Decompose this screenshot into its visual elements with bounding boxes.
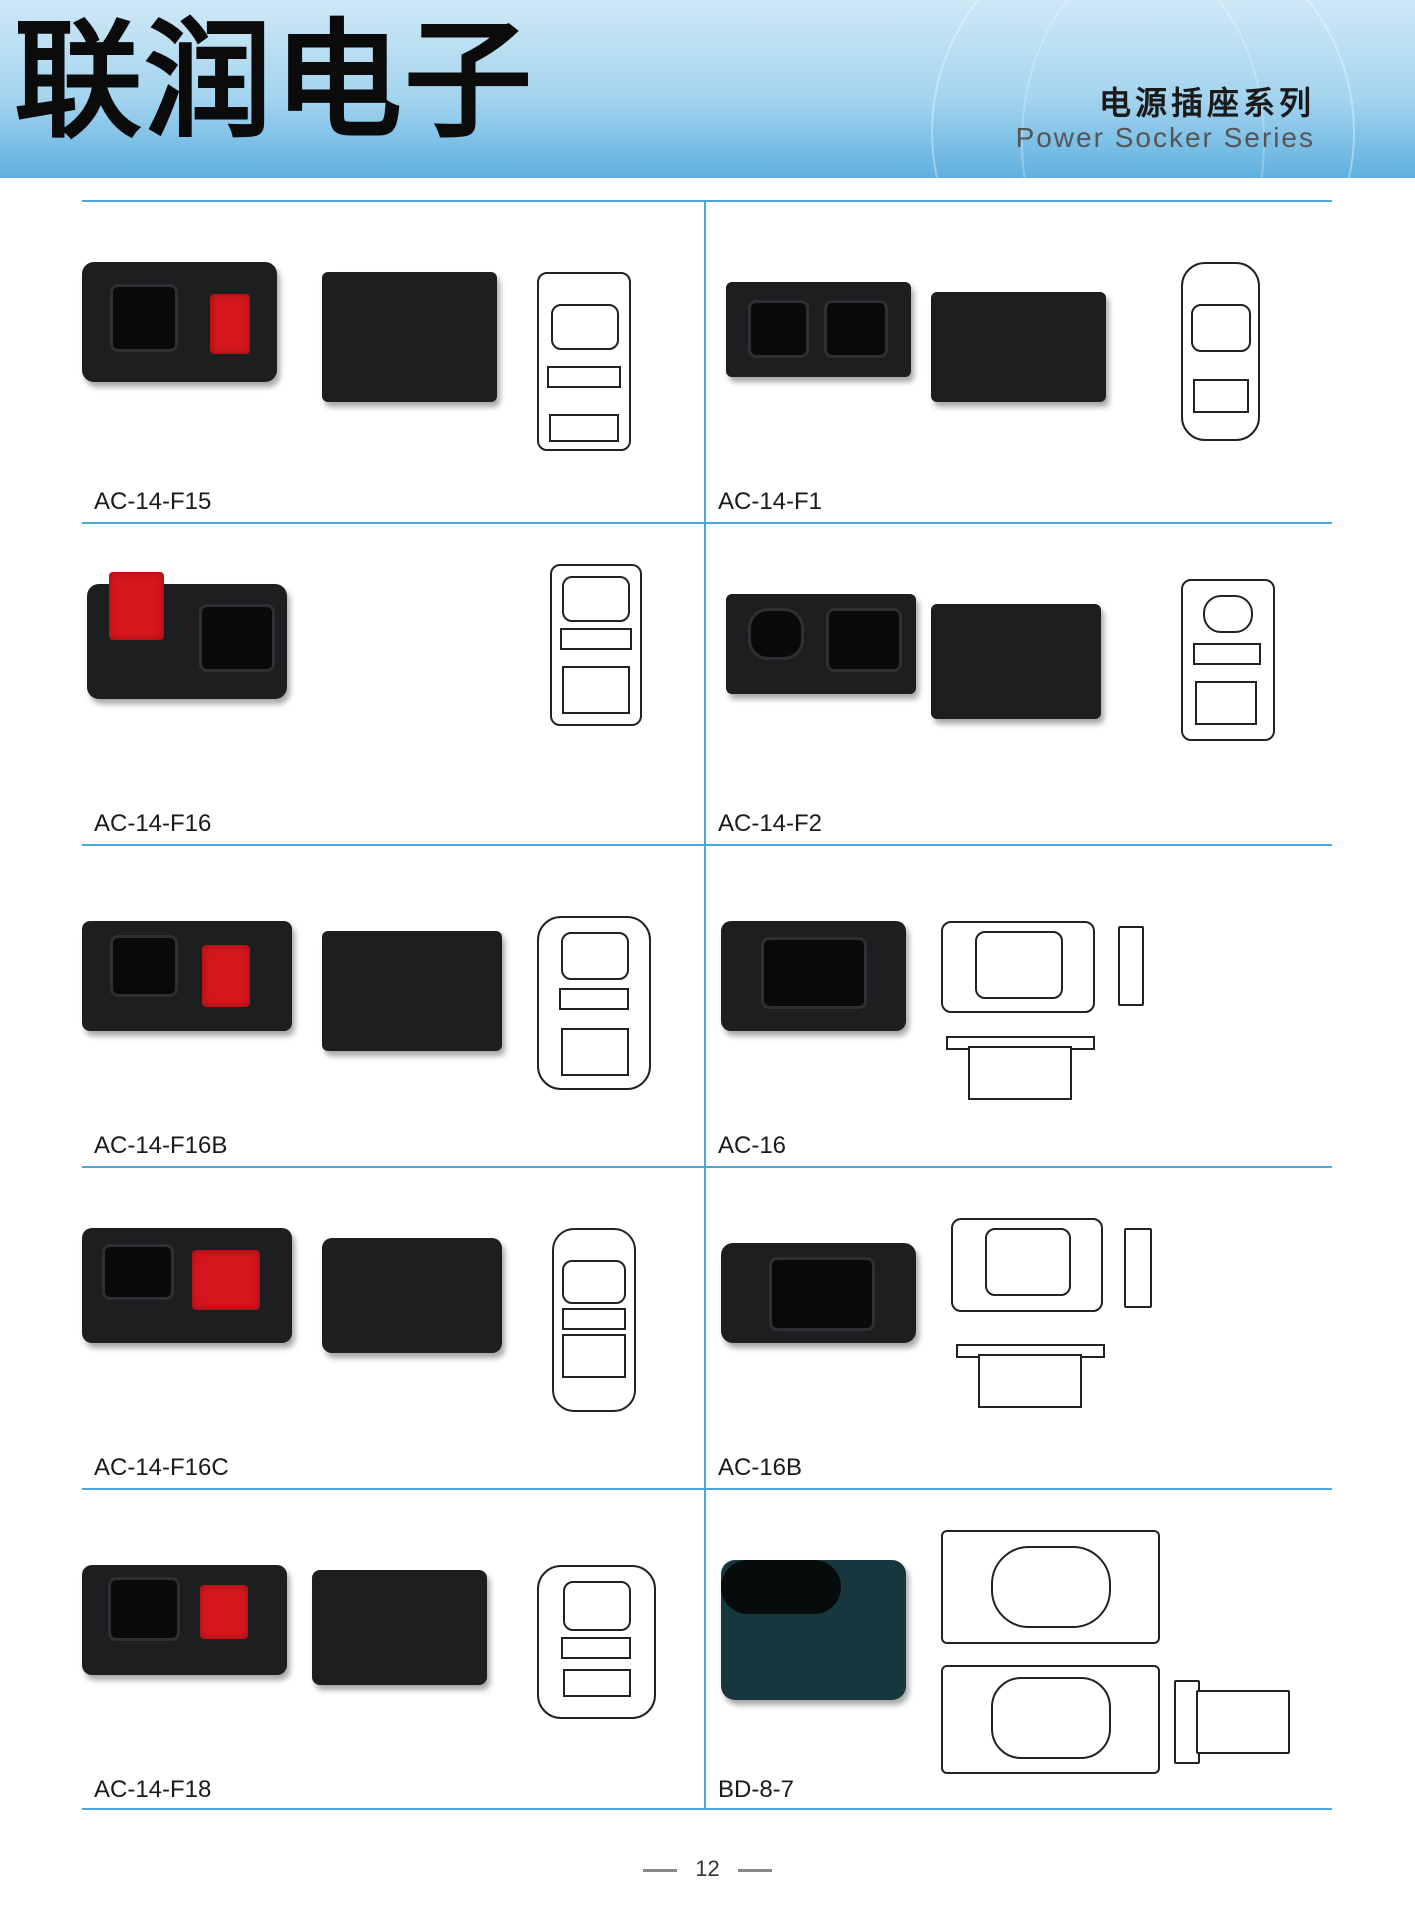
dimension-drawing-body	[1196, 1690, 1290, 1754]
dimension-drawing-body	[968, 1046, 1072, 1100]
product-card: AC-14-F1	[706, 202, 1328, 522]
footer-bar-left	[643, 1868, 678, 1872]
dimension-drawing-back	[941, 1665, 1160, 1774]
product-photo-front	[726, 594, 916, 694]
row-divider	[82, 200, 1332, 202]
series-title-en: Power Socker Series	[1015, 122, 1315, 153]
dimension-drawing	[1181, 262, 1260, 441]
product-photo-front	[82, 1228, 292, 1343]
product-photo-front	[82, 921, 292, 1031]
product-photo-back	[322, 1238, 502, 1353]
product-card: AC-14-F15	[82, 202, 704, 522]
dimension-drawing-side	[1124, 1228, 1152, 1308]
product-photo-front	[82, 1565, 287, 1675]
product-card: AC-14-F16B	[82, 846, 704, 1166]
model-label: AC-14-F1	[718, 488, 823, 515]
product-card: BD-8-7	[706, 1490, 1328, 1810]
model-label: AC-14-F2	[718, 810, 823, 837]
model-label: AC-14-F16	[94, 810, 212, 837]
dimension-drawing-side	[1118, 926, 1144, 1006]
product-photo-back	[931, 292, 1106, 402]
product-card: AC-16	[706, 846, 1328, 1166]
product-card: AC-14-F16	[82, 524, 704, 844]
page-footer: 12	[0, 1856, 1415, 1882]
product-photo-front	[721, 921, 906, 1031]
product-card: AC-14-F16C	[82, 1168, 704, 1488]
product-photo-front	[87, 572, 287, 699]
row-divider	[82, 1166, 1332, 1168]
product-photo-front	[721, 1243, 916, 1343]
model-label: AC-14-F15	[94, 488, 212, 515]
product-photo-back	[322, 272, 497, 402]
page-header: 联润电子 电源插座系列 Power Socker Series	[0, 0, 1415, 178]
dimension-drawing-front	[941, 1530, 1160, 1644]
model-label: AC-14-F16C	[94, 1454, 229, 1481]
dimension-drawing	[537, 916, 651, 1090]
series-title-cn: 电源插座系列	[1098, 84, 1315, 122]
product-photo-front	[726, 282, 911, 377]
product-photo-front	[82, 262, 277, 382]
dimension-drawing	[1181, 579, 1275, 741]
row-divider	[82, 1808, 1332, 1810]
model-label: AC-14-F18	[94, 1776, 212, 1803]
model-label: AC-16	[718, 1132, 787, 1159]
dimension-drawing-front	[941, 921, 1095, 1013]
dimension-drawing	[537, 272, 631, 451]
dimension-drawing-front	[951, 1218, 1103, 1312]
product-card: AC-16B	[706, 1168, 1328, 1488]
dimension-drawing	[550, 564, 642, 726]
product-grid: AC-14-F15 AC-14-F1 AC-14-F16	[82, 200, 1332, 1810]
row-divider	[82, 1488, 1332, 1490]
brand-title: 联润电子	[14, 7, 535, 156]
footer-bar-right	[737, 1868, 772, 1872]
product-photo-front	[721, 1560, 906, 1700]
dimension-drawing-body	[978, 1354, 1082, 1408]
product-photo-back	[931, 604, 1101, 719]
page-number: 12	[695, 1856, 720, 1881]
product-photo-back	[312, 1570, 487, 1685]
product-photo-back	[322, 931, 502, 1051]
row-divider	[82, 522, 1332, 524]
row-divider	[82, 844, 1332, 846]
dimension-drawing	[537, 1565, 656, 1719]
column-divider	[704, 200, 706, 1810]
dimension-drawing	[552, 1228, 636, 1412]
model-label: AC-16B	[718, 1454, 803, 1481]
model-label: AC-14-F16B	[94, 1132, 228, 1159]
product-card: AC-14-F2	[706, 524, 1328, 844]
product-card: AC-14-F18	[82, 1490, 704, 1810]
model-label: BD-8-7	[718, 1776, 795, 1803]
